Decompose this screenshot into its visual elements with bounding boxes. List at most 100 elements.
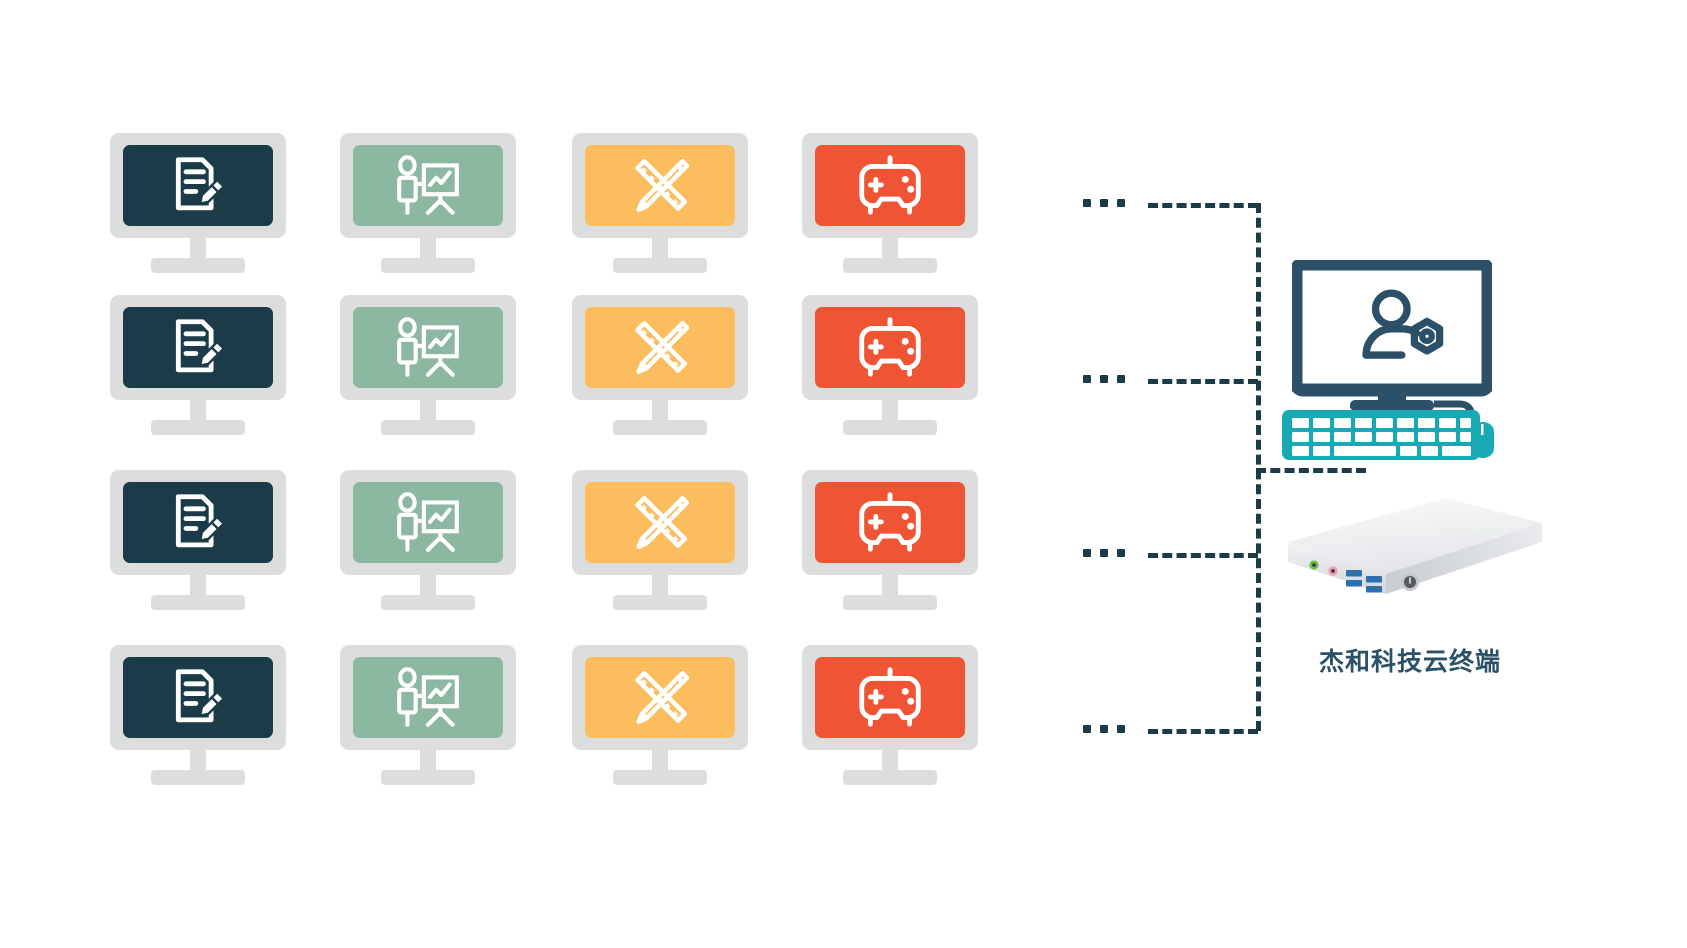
terminal-label: 杰和科技云终端 <box>1318 647 1501 676</box>
terminal-keyboard-mouse <box>1280 402 1540 469</box>
ellipsis-dot <box>1117 549 1125 557</box>
ellipsis-dot <box>1100 199 1108 207</box>
monitor-screen <box>353 657 503 738</box>
monitor-neck <box>190 400 206 424</box>
ellipsis-dot <box>1100 375 1108 383</box>
client-monitor-r2c2[interactable] <box>340 295 516 435</box>
monitor-base <box>613 258 707 273</box>
monitor-base <box>151 258 245 273</box>
usb-port <box>1366 586 1382 593</box>
document-edit-icon <box>175 493 225 547</box>
monitor-base <box>381 770 475 785</box>
ruler-pencil-icon <box>635 495 690 549</box>
connector-branch-2 <box>1148 379 1258 384</box>
document-edit-icon <box>175 156 225 210</box>
monitor-screen <box>815 145 965 226</box>
monitor-base <box>151 595 245 610</box>
client-monitor-r3c3[interactable] <box>572 470 748 610</box>
client-monitor-r2c3[interactable] <box>572 295 748 435</box>
monitor-base <box>843 258 937 273</box>
monitor-screen <box>123 307 273 388</box>
ellipsis-dot <box>1083 375 1091 383</box>
client-monitor-r3c2[interactable] <box>340 470 516 610</box>
client-monitor-r1c1[interactable] <box>110 133 286 273</box>
monitor-base <box>381 258 475 273</box>
monitor-screen <box>353 482 503 563</box>
monitor-base <box>613 595 707 610</box>
monitor-screen <box>815 307 965 388</box>
ellipsis-row-4 <box>1083 725 1125 733</box>
presentation-chart-icon <box>397 491 459 552</box>
usb-port <box>1346 570 1362 577</box>
document-edit-icon <box>175 318 225 372</box>
ellipsis-dot <box>1083 199 1091 207</box>
ellipsis-dot <box>1083 725 1091 733</box>
client-monitor-r1c4[interactable] <box>802 133 978 273</box>
monitor-base <box>381 420 475 435</box>
monitor-neck <box>420 400 436 424</box>
monitor-neck <box>190 575 206 599</box>
client-monitor-r4c1[interactable] <box>110 645 286 785</box>
usb-port <box>1366 576 1382 583</box>
monitor-screen <box>123 657 273 738</box>
game-controller-icon <box>859 491 921 552</box>
monitor-neck <box>652 238 668 262</box>
monitor-base <box>151 420 245 435</box>
usb-port <box>1346 580 1362 587</box>
game-controller-icon <box>859 154 921 215</box>
connector-branch-4 <box>1148 729 1258 734</box>
presentation-chart-icon <box>397 666 459 727</box>
client-monitor-r3c4[interactable] <box>802 470 978 610</box>
connector-trunk-vertical <box>1256 203 1261 731</box>
client-monitor-r2c4[interactable] <box>802 295 978 435</box>
monitor-screen <box>815 657 965 738</box>
connector-trunk-to-terminal <box>1256 468 1366 473</box>
client-monitor-r4c4[interactable] <box>802 645 978 785</box>
ellipsis-dot <box>1117 725 1125 733</box>
monitor-neck <box>190 750 206 774</box>
game-controller-icon <box>859 316 921 377</box>
client-monitor-r4c2[interactable] <box>340 645 516 785</box>
monitor-base <box>843 595 937 610</box>
monitor-base <box>613 420 707 435</box>
monitor-neck <box>190 238 206 262</box>
game-controller-icon <box>859 666 921 727</box>
presentation-chart-icon <box>397 154 459 215</box>
monitor-screen <box>353 145 503 226</box>
mouse-icon <box>1472 422 1494 458</box>
monitor-screen <box>585 657 735 738</box>
monitor-neck <box>652 400 668 424</box>
monitor-screen <box>123 482 273 563</box>
cloud-terminal-group[interactable]: 杰和科技云终端 <box>1280 250 1542 700</box>
mini-pc-icon <box>1288 498 1542 594</box>
monitor-base <box>381 595 475 610</box>
monitor-neck <box>652 575 668 599</box>
ellipsis-dot <box>1083 549 1091 557</box>
client-monitor-r1c2[interactable] <box>340 133 516 273</box>
monitor-screen <box>585 307 735 388</box>
client-monitor-r2c1[interactable] <box>110 295 286 435</box>
monitor-neck <box>882 575 898 599</box>
terminal-monitor <box>1289 257 1495 431</box>
monitor-screen <box>815 482 965 563</box>
ruler-pencil-icon <box>635 158 690 212</box>
client-monitor-r4c3[interactable] <box>572 645 748 785</box>
ellipsis-row-3 <box>1083 549 1125 557</box>
monitor-neck <box>882 750 898 774</box>
client-monitor-r3c1[interactable] <box>110 470 286 610</box>
client-monitor-r1c3[interactable] <box>572 133 748 273</box>
monitor-neck <box>420 238 436 262</box>
document-edit-icon <box>175 668 225 722</box>
monitor-base <box>843 770 937 785</box>
ellipsis-dot <box>1117 199 1125 207</box>
ellipsis-dot <box>1100 549 1108 557</box>
monitor-neck <box>882 400 898 424</box>
ellipsis-dot <box>1117 375 1125 383</box>
monitor-neck <box>882 238 898 262</box>
presentation-chart-icon <box>397 316 459 377</box>
ellipsis-row-1 <box>1083 199 1125 207</box>
monitor-screen <box>585 482 735 563</box>
ellipsis-row-2 <box>1083 375 1125 383</box>
monitor-base <box>613 770 707 785</box>
